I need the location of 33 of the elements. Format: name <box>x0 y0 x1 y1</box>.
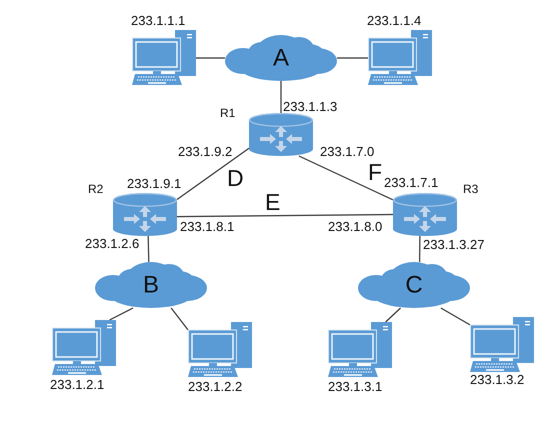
network-link <box>440 307 470 326</box>
ip-address-label: 233.1.2.1 <box>50 378 104 391</box>
network-link <box>385 308 401 322</box>
cloud-label: A <box>273 46 289 70</box>
network-link <box>170 308 188 330</box>
ip-address-label: 233.1.9.2 <box>178 145 232 158</box>
network-link <box>280 81 282 113</box>
router-label: R1 <box>220 107 236 119</box>
ip-address-label: 233.1.8.0 <box>328 220 382 233</box>
network-link <box>177 214 393 218</box>
ip-address-label: 233.1.7.0 <box>320 145 374 158</box>
router-label: R2 <box>88 183 104 195</box>
ip-address-label: 233.1.3.27 <box>423 238 484 251</box>
router-label: R3 <box>463 183 478 195</box>
cloud-label: B <box>143 273 159 298</box>
network-link <box>337 57 368 59</box>
ip-address-label: 233.1.3.2 <box>470 373 524 386</box>
ip-address-label: 233.1.2.6 <box>85 237 140 250</box>
network-link <box>109 307 134 321</box>
ip-address-label: 233.1.2.2 <box>188 380 242 393</box>
ip-address-label: 233.1.7.1 <box>384 176 438 189</box>
network-link <box>148 236 150 262</box>
network-link <box>298 155 394 200</box>
ip-address-label: 233.1.1.4 <box>367 14 422 27</box>
ip-address-label: 233.1.9.1 <box>127 177 182 190</box>
ip-address-label: 233.1.8.1 <box>180 220 234 233</box>
ip-address-label: 233.1.3.1 <box>328 380 382 393</box>
network-link <box>196 57 225 59</box>
cloud-label: C <box>405 273 423 298</box>
ip-address-label: 233.1.1.3 <box>283 100 338 113</box>
ip-address-label: 233.1.1.1 <box>131 14 186 27</box>
network-link <box>176 148 250 200</box>
network-link <box>419 236 420 262</box>
